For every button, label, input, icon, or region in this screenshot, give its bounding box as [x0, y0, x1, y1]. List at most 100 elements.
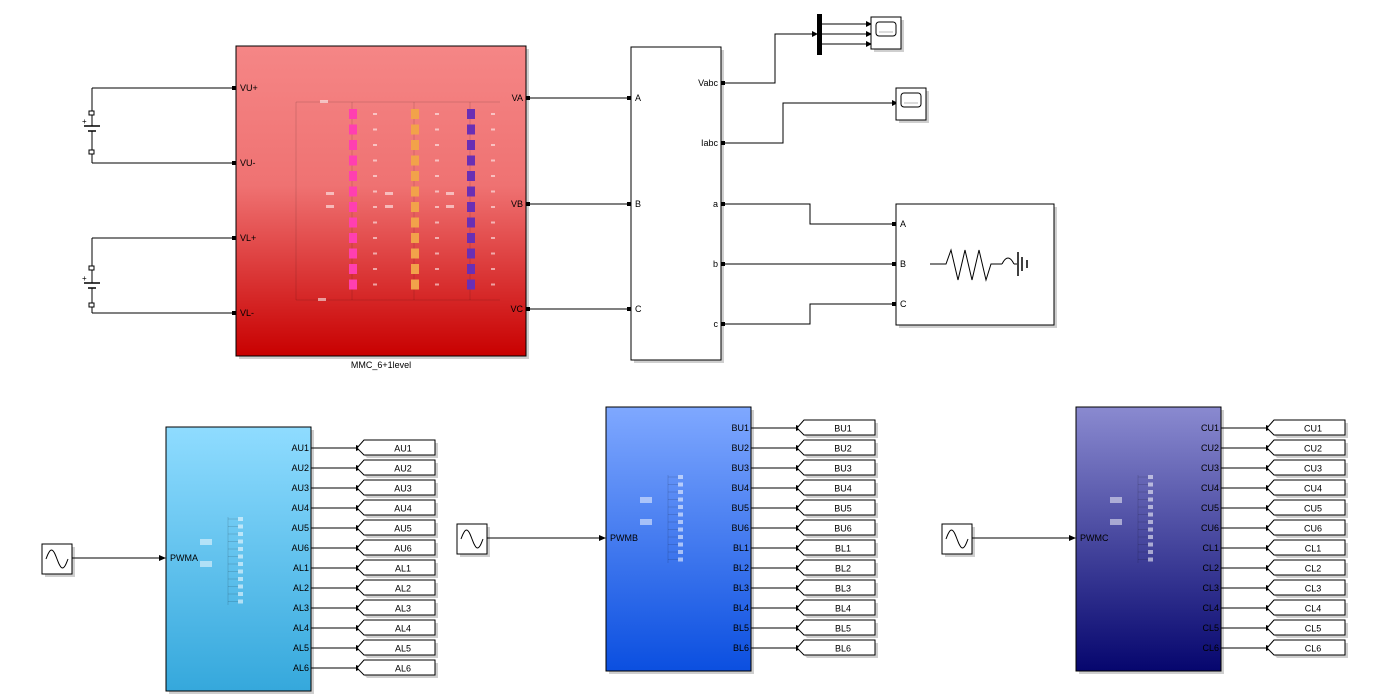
mmc-input-port[interactable]: [232, 161, 236, 165]
measurement-input-port[interactable]: [627, 96, 631, 100]
goto-tag[interactable]: AU3: [356, 479, 438, 498]
scope-2[interactable]: [895, 87, 929, 123]
mmc-input-port[interactable]: [232, 311, 236, 315]
goto-tag[interactable]: BL5: [796, 619, 878, 638]
goto-tag[interactable]: CL6: [1266, 639, 1348, 658]
goto-tag[interactable]: CU1: [1266, 419, 1348, 438]
goto-tag[interactable]: CL4: [1266, 599, 1348, 618]
measurement-input-port[interactable]: [627, 202, 631, 206]
goto-tag[interactable]: CU4: [1266, 479, 1348, 498]
goto-tag[interactable]: AU6: [356, 539, 438, 558]
load-port-label: C: [900, 299, 907, 309]
goto-tag[interactable]: AL2: [356, 579, 438, 598]
goto-tag[interactable]: AL4: [356, 619, 438, 638]
goto-tag[interactable]: CU6: [1266, 519, 1348, 538]
mmc-input-port[interactable]: [232, 236, 236, 240]
pwm-source-a[interactable]: [41, 543, 166, 577]
goto-tag[interactable]: BU5: [796, 499, 878, 518]
load-input-port[interactable]: [892, 262, 896, 266]
goto-tag[interactable]: CL1: [1266, 539, 1348, 558]
controller-output-label: BU5: [731, 503, 749, 513]
goto-tag[interactable]: AU4: [356, 499, 438, 518]
goto-tag[interactable]: BU2: [796, 439, 878, 458]
goto-tag[interactable]: BL3: [796, 579, 878, 598]
goto-tag[interactable]: BL4: [796, 599, 878, 618]
dc-source-upper[interactable]: +: [82, 87, 236, 164]
pwm-source-c[interactable]: [941, 523, 1076, 557]
goto-tag[interactable]: AU5: [356, 519, 438, 538]
controller-output-bu5[interactable]: BU5 BU5: [731, 499, 878, 518]
load-input-port[interactable]: [892, 302, 896, 306]
goto-tag[interactable]: AL1: [356, 559, 438, 578]
dc-source-lower[interactable]: +: [82, 237, 236, 314]
goto-tag[interactable]: BU6: [796, 519, 878, 538]
three-phase-load-block[interactable]: ABC: [892, 203, 1057, 328]
goto-tag[interactable]: BL1: [796, 539, 878, 558]
pwm-source-b[interactable]: [456, 523, 606, 557]
goto-tag[interactable]: BU3: [796, 459, 878, 478]
goto-tag[interactable]: AU2: [356, 459, 438, 478]
goto-tag[interactable]: CU2: [1266, 439, 1348, 458]
goto-tag[interactable]: CU5: [1266, 499, 1348, 518]
scope-1[interactable]: [870, 16, 904, 52]
goto-tag[interactable]: AU1: [356, 439, 438, 458]
goto-tag[interactable]: CL5: [1266, 619, 1348, 638]
mmc-input-port[interactable]: [232, 86, 236, 90]
goto-tag[interactable]: AL5: [356, 639, 438, 658]
goto-tag[interactable]: BL2: [796, 559, 878, 578]
mux-block[interactable]: [817, 14, 872, 55]
goto-tag[interactable]: CL2: [1266, 559, 1348, 578]
load-input-port[interactable]: [892, 222, 896, 226]
goto-tag[interactable]: BU4: [796, 479, 878, 498]
goto-tag[interactable]: AL3: [356, 599, 438, 618]
controller-internals: [640, 475, 683, 563]
goto-tag[interactable]: AL6: [356, 659, 438, 678]
goto-tag[interactable]: BU1: [796, 419, 878, 438]
goto-tag[interactable]: BL6: [796, 639, 878, 658]
goto-tag[interactable]: CL3: [1266, 579, 1348, 598]
goto-tag[interactable]: CU3: [1266, 459, 1348, 478]
measurement-input-port[interactable]: [627, 307, 631, 311]
